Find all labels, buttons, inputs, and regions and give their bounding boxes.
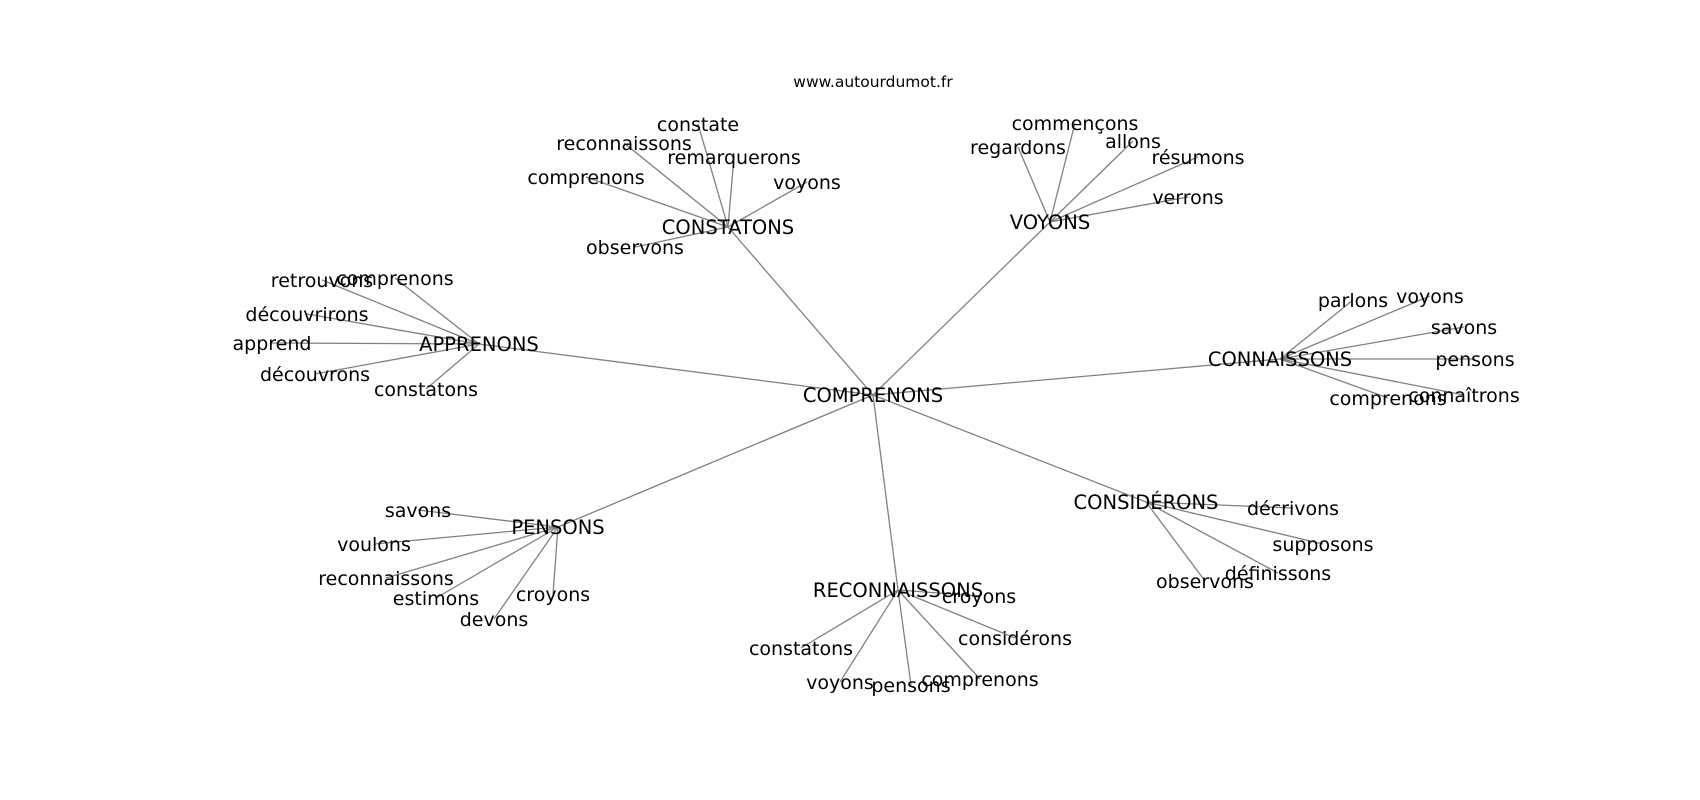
word-node-label[interactable]: apprend bbox=[233, 333, 312, 355]
word-node-label[interactable]: comprenons bbox=[336, 268, 453, 290]
hub-to-word-edge bbox=[1049, 156, 1199, 223]
word-node-label[interactable]: savons bbox=[1431, 317, 1497, 339]
word-node-label[interactable]: constatons bbox=[749, 638, 853, 660]
hub-to-word-edge bbox=[552, 526, 559, 595]
hub-to-word-edge bbox=[1049, 196, 1189, 223]
word-node-label[interactable]: savons bbox=[385, 500, 451, 522]
word-node-label[interactable]: voyons bbox=[806, 672, 874, 694]
hub-node-label[interactable]: PENSONS bbox=[511, 516, 604, 539]
word-node-label[interactable]: commençons bbox=[1012, 113, 1139, 135]
hub-to-word-edge bbox=[373, 526, 559, 545]
hub-to-word-edge bbox=[697, 123, 729, 228]
hub-to-word-edge bbox=[1279, 299, 1354, 360]
word-node-label[interactable]: découvrirons bbox=[245, 304, 368, 326]
word-node-label[interactable]: croyons bbox=[942, 586, 1016, 608]
hub-to-word-edge bbox=[1145, 501, 1294, 509]
hub-to-word-edge bbox=[394, 277, 480, 345]
word-node-label[interactable]: estimons bbox=[393, 588, 479, 610]
hub-node-label[interactable]: APPRENONS bbox=[419, 333, 539, 356]
hub-to-word-edge bbox=[1049, 140, 1134, 223]
center-node-label[interactable]: COMPRENONS bbox=[803, 384, 943, 407]
hub-to-word-edge bbox=[800, 589, 899, 649]
hub-node-label[interactable]: CONNAISSONS bbox=[1208, 348, 1352, 371]
hub-to-word-edge bbox=[1017, 146, 1051, 223]
hub-to-word-edge bbox=[321, 279, 480, 345]
word-node-label[interactable]: verrons bbox=[1152, 187, 1223, 209]
word-node-label[interactable]: retrouvons bbox=[271, 270, 373, 292]
hub-to-word-edge bbox=[1279, 326, 1465, 360]
center-to-hub-edge bbox=[872, 221, 1051, 396]
word-node-label[interactable]: croyons bbox=[516, 584, 590, 606]
word-node-label[interactable]: constatons bbox=[374, 379, 478, 401]
word-node-label[interactable]: décrivons bbox=[1247, 498, 1339, 520]
word-node-label[interactable]: considérons bbox=[958, 628, 1072, 650]
word-node-label[interactable]: reconnaissons bbox=[318, 568, 454, 590]
hub-to-word-edge bbox=[1145, 501, 1206, 582]
word-node-label[interactable]: pensons bbox=[871, 675, 950, 697]
hub-to-word-edge bbox=[417, 509, 559, 528]
word-node-label[interactable]: voyons bbox=[773, 172, 841, 194]
center-to-hub-edge bbox=[872, 394, 1147, 503]
word-node-label[interactable]: regardons bbox=[970, 137, 1066, 159]
hub-to-word-edge bbox=[435, 526, 559, 599]
center-to-hub-edge bbox=[557, 394, 874, 528]
hub-to-word-edge bbox=[839, 589, 899, 683]
word-node-label[interactable]: voyons bbox=[1396, 286, 1464, 308]
hub-to-word-edge bbox=[623, 142, 729, 228]
hub-to-word-edge bbox=[1279, 358, 1389, 399]
site-label[interactable]: www.autourdumot.fr bbox=[793, 73, 953, 91]
hub-node-label[interactable]: VOYONS bbox=[1010, 211, 1090, 234]
hub-to-word-edge bbox=[897, 589, 912, 686]
hub-to-word-edge bbox=[425, 343, 480, 390]
word-node-label[interactable]: observons bbox=[586, 237, 684, 259]
word-node-label[interactable]: comprenons bbox=[1329, 388, 1446, 410]
word-node-label[interactable]: devons bbox=[460, 609, 529, 631]
hub-to-word-edge bbox=[493, 526, 559, 620]
word-node-label[interactable]: résumons bbox=[1151, 147, 1244, 169]
center-to-hub-edge bbox=[478, 343, 874, 396]
hub-node-label[interactable]: RECONNAISSONS bbox=[813, 579, 983, 602]
word-node-label[interactable]: connaîtrons bbox=[1408, 385, 1520, 407]
center-to-hub-edge bbox=[872, 358, 1281, 396]
word-node-label[interactable]: voulons bbox=[337, 534, 411, 556]
hub-to-word-edge bbox=[897, 589, 980, 597]
hub-to-word-edge bbox=[897, 589, 1016, 639]
graph-labels: www.autourdumot.fr COMPRENONS observons c… bbox=[233, 73, 1520, 697]
hub-to-word-edge bbox=[1279, 295, 1431, 360]
hub-to-word-edge bbox=[634, 226, 729, 248]
word-node-label[interactable]: comprenons bbox=[527, 167, 644, 189]
graph-edges bbox=[271, 122, 1475, 686]
hub-to-word-edge bbox=[1145, 501, 1324, 545]
word-node-label[interactable]: constate bbox=[657, 114, 739, 136]
hub-to-word-edge bbox=[385, 526, 559, 579]
word-node-label[interactable]: allons bbox=[1105, 131, 1161, 153]
word-node-label[interactable]: reconnaissons bbox=[556, 133, 692, 155]
hub-node-label[interactable]: CONSIDÉRONS bbox=[1074, 491, 1219, 514]
center-to-hub-edge bbox=[727, 226, 874, 396]
hub-node-label[interactable]: CONSTATONS bbox=[662, 216, 794, 239]
word-node-label[interactable]: parlons bbox=[1318, 290, 1388, 312]
hub-to-word-edge bbox=[1049, 122, 1076, 223]
word-node-label[interactable]: pensons bbox=[1435, 349, 1514, 371]
hub-to-word-edge bbox=[314, 343, 480, 375]
hub-to-word-edge bbox=[1145, 501, 1279, 574]
hub-to-word-edge bbox=[585, 176, 729, 228]
center-to-hub-edge bbox=[872, 394, 899, 591]
word-node-label[interactable]: comprenons bbox=[921, 669, 1038, 691]
hub-to-word-edge bbox=[271, 342, 480, 345]
hub-to-word-edge bbox=[1279, 358, 1465, 396]
word-node-label[interactable]: définissons bbox=[1225, 563, 1331, 585]
word-node-label[interactable]: remarquerons bbox=[667, 147, 800, 169]
hub-to-word-edge bbox=[306, 313, 480, 345]
hub-to-word-edge bbox=[897, 589, 981, 680]
word-node-label[interactable]: découvrons bbox=[260, 364, 370, 386]
hub-to-word-edge bbox=[727, 156, 735, 228]
hub-to-word-edge bbox=[727, 181, 808, 228]
word-node-label[interactable]: supposons bbox=[1272, 534, 1373, 556]
word-node-label[interactable]: observons bbox=[1156, 571, 1254, 593]
